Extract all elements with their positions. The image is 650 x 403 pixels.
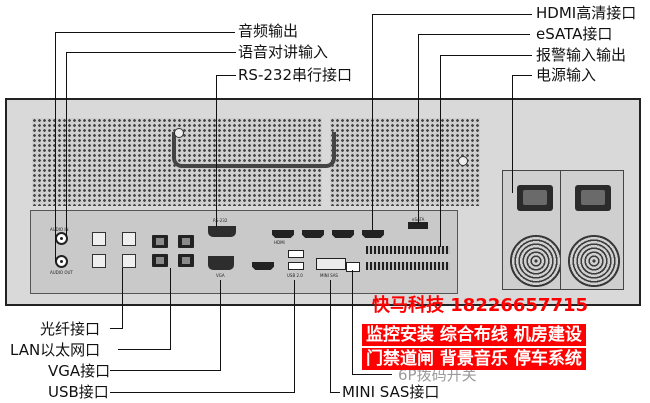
vga-port — [208, 256, 234, 270]
alarm-terminal-bottom — [366, 262, 450, 270]
hdmi-port-5 — [252, 262, 274, 270]
leader-usb-v — [294, 280, 295, 392]
power-supply-2 — [560, 170, 624, 290]
usb-text: USB 2.0 — [287, 273, 303, 278]
leader-rs232-v — [216, 75, 217, 227]
label-talkback-in: 语音对讲输入 — [238, 43, 329, 61]
ad-services-line2: 门禁道闸 背景音乐 停车系统 — [362, 348, 586, 370]
rs232-port — [208, 226, 236, 237]
leader-talkback-h — [66, 52, 236, 53]
leader-lan-h — [118, 349, 171, 350]
audio-in-jack — [55, 232, 68, 245]
hdmi-text: HDMI — [274, 240, 285, 245]
fiber-port-3 — [122, 232, 136, 246]
leader-sas-v — [330, 280, 331, 392]
lan-port-4 — [178, 254, 194, 267]
label-fiber: 光纤接口 — [40, 320, 101, 338]
dip-switch — [346, 262, 360, 272]
leader-fiber-v — [122, 268, 123, 328]
label-power-in: 电源输入 — [536, 66, 597, 84]
fiber-port-2 — [92, 254, 106, 268]
label-mini-sas: MINI SAS接口 — [342, 383, 440, 401]
ad-company-phone: 快马科技 18226657715 — [372, 295, 589, 316]
screw-right — [458, 156, 468, 166]
audio-out-text: AUDIO OUT — [50, 270, 73, 275]
lan-port-1 — [152, 235, 168, 248]
label-hdmi: HDMI高清接口 — [536, 4, 637, 22]
leader-rs232-h — [216, 75, 236, 76]
leader-vga-v — [220, 280, 221, 370]
psu-fan-2 — [568, 235, 620, 287]
power-inlet-2 — [575, 185, 611, 211]
leader-esata-h — [418, 34, 530, 35]
leader-audio-out-v — [55, 32, 56, 262]
lan-port-3 — [152, 254, 168, 267]
label-esata: eSATA接口 — [536, 25, 613, 43]
hdmi-port-2 — [302, 230, 324, 238]
usb-port-1 — [288, 250, 304, 258]
hdmi-port-4 — [362, 230, 384, 238]
leader-alarm-h — [440, 55, 532, 56]
audio-in-text: AUDIO IN — [50, 227, 69, 232]
leader-hdmi-v — [372, 14, 373, 230]
power-inlet-1 — [517, 185, 553, 211]
label-usb: USB接口 — [48, 383, 109, 401]
mini-sas-port — [316, 258, 346, 270]
leader-power-h — [512, 75, 532, 76]
label-dip-switch: 6P拨码开关 — [398, 366, 477, 384]
leader-fiber-h — [110, 328, 123, 329]
alarm-terminal-top — [366, 246, 450, 254]
esata-port — [408, 222, 428, 229]
rs232-text: RS-232 — [213, 218, 228, 223]
leader-sas-h — [330, 392, 340, 393]
vent-grille-right — [330, 118, 480, 206]
psu-fan-1 — [510, 235, 562, 287]
hdmi-port-3 — [332, 230, 354, 238]
label-rs232: RS-232串行接口 — [238, 66, 352, 84]
hdmi-port-1 — [272, 230, 294, 238]
fiber-port-4 — [122, 254, 136, 268]
label-audio-out: 音频输出 — [238, 22, 299, 40]
audio-out-jack — [55, 255, 68, 268]
leader-talkback-v — [66, 52, 67, 237]
leader-power-v — [512, 75, 513, 193]
label-vga: VGA接口 — [48, 362, 111, 380]
vga-text: VGA — [216, 273, 225, 278]
leader-dip-h — [352, 374, 392, 375]
leader-lan-v — [170, 268, 171, 349]
ad-services-line1: 监控安装 综合布线 机房建设 — [362, 324, 586, 346]
leader-usb-h — [110, 392, 295, 393]
carry-handle — [172, 132, 336, 168]
leader-audio-out-h — [55, 32, 235, 33]
leader-esata-v — [418, 34, 419, 224]
leader-hdmi-h — [372, 14, 532, 15]
leader-alarm-v — [440, 55, 441, 247]
leader-dip-v — [352, 270, 353, 374]
fiber-port-1 — [92, 232, 106, 246]
leader-vga-h — [110, 370, 221, 371]
label-lan: LAN以太网口 — [10, 341, 101, 359]
label-alarm-io: 报警输入输出 — [536, 46, 627, 64]
screw-left — [174, 128, 184, 138]
lan-port-2 — [178, 235, 194, 248]
usb-port-2 — [288, 262, 304, 270]
mini-sas-text: MINI SAS — [320, 273, 338, 278]
